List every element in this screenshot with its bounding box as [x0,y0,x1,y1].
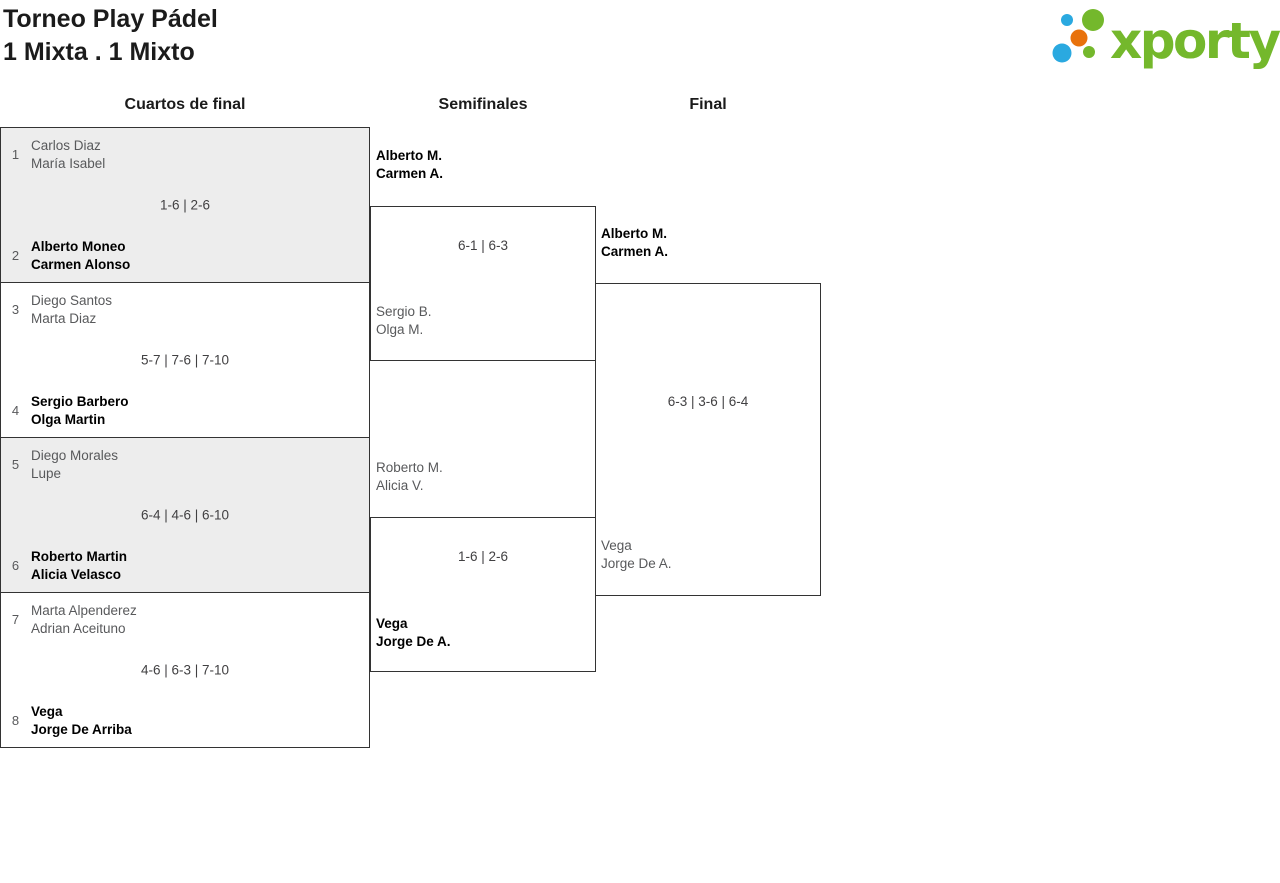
seed-number: 2 [11,248,20,263]
seed-number: 8 [11,713,20,728]
seed-number: 4 [11,403,20,418]
player-name: Alberto M. [601,226,667,241]
team-names: Sergio Barbero Olga Martin [31,393,129,428]
page-subtitle: 1 Mixta . 1 Mixto [3,38,195,66]
player-name: Marta Diaz [31,310,97,326]
player-name: Diego Morales [31,448,119,463]
match-team-row: 4 Sergio Barbero Olga Martin [8,393,362,428]
match-team-row: 7 Marta Alpenderez Adrian Aceituno [8,602,362,637]
round-header-final: Final [689,96,727,113]
logo-dot-orange [1070,29,1088,47]
match-box-final: 6-3 | 3-6 | 6-4 [595,283,821,596]
team-names: Carlos Diaz María Isabel [31,137,105,172]
semifinal-1-team-top: Alberto M. Carmen A. [376,147,443,182]
player-name: Alicia V. [376,477,424,493]
player-name: Carmen A. [601,243,669,259]
logo-dot-green-small [1083,46,1095,58]
player-name: Alberto M. [376,148,442,163]
logo-dot-green-large [1082,9,1104,31]
team-names: Roberto Martin Alicia Velasco [31,548,127,583]
logo-dot-blue-small [1061,14,1073,26]
player-name: Vega [601,538,632,553]
final-team-bottom: Vega Jorge De A. [601,537,672,572]
match-score: 6-3 | 3-6 | 6-4 [667,394,749,409]
match-box-quarterfinal-2: 3 Diego Santos Marta Diaz 5-7 | 7-6 | 7-… [0,282,370,438]
team-names: Alberto Moneo Carmen Alonso [31,238,130,273]
match-box-quarterfinal-1: 1 Carlos Diaz María Isabel 1-6 | 2-6 2 A… [0,127,370,283]
match-score: 1-6 | 2-6 [159,197,211,213]
player-name: Alicia Velasco [31,566,122,582]
team-names: Marta Alpenderez Adrian Aceituno [31,602,137,637]
match-score: 6-4 | 4-6 | 6-10 [140,507,230,523]
player-name: Roberto Martin [31,549,127,564]
match-box-quarterfinal-4: 7 Marta Alpenderez Adrian Aceituno 4-6 |… [0,592,370,748]
page-title: Torneo Play Pádel [3,5,218,33]
match-box-quarterfinal-3: 5 Diego Morales Lupe 6-4 | 4-6 | 6-10 6 … [0,437,370,593]
player-name: María Isabel [31,155,106,171]
match-team-row: 5 Diego Morales Lupe [8,447,362,482]
round-header-quarterfinals: Cuartos de final [124,96,246,113]
match-score: 4-6 | 6-3 | 7-10 [140,662,230,678]
player-name: Carmen Alonso [31,256,131,272]
seed-number: 3 [11,302,20,317]
match-score: 6-1 | 6-3 [457,238,509,253]
player-name: Diego Santos [31,293,113,308]
match-team-row: 8 Vega Jorge De Arriba [8,703,362,738]
player-name: Jorge De A. [601,555,672,571]
player-name: Alberto Moneo [31,239,126,254]
match-box-semifinal-1: 6-1 | 6-3 [370,206,596,361]
semifinal-2-team-bottom: Vega Jorge De A. [376,615,451,650]
match-team-row: 2 Alberto Moneo Carmen Alonso [8,238,362,273]
semifinal-1-team-bottom: Sergio B. Olga M. [376,303,432,338]
match-score: 5-7 | 7-6 | 7-10 [140,352,230,368]
player-name: Carlos Diaz [31,138,101,153]
seed-number: 6 [11,558,20,573]
seed-number: 7 [11,612,20,627]
player-name: Olga Martin [31,411,106,427]
player-name: Roberto M. [376,460,443,475]
match-team-row: 1 Carlos Diaz María Isabel [8,137,362,172]
seed-number: 1 [11,147,20,162]
title-block: Torneo Play Pádel 1 Mixta . 1 Mixto [3,3,218,69]
player-name: Lupe [31,465,62,481]
player-name: Sergio B. [376,304,432,319]
logo-dot-blue-large [1052,43,1072,63]
seed-number: 5 [11,457,20,472]
player-name: Adrian Aceituno [31,620,126,636]
player-name: Vega [31,704,63,719]
player-name: Vega [376,616,408,631]
player-name: Olga M. [376,321,424,337]
team-names: Vega Jorge De Arriba [31,703,132,738]
player-name: Marta Alpenderez [31,603,137,618]
match-score: 1-6 | 2-6 [457,549,509,564]
team-names: Diego Santos Marta Diaz [31,292,112,327]
logo-brand-text: xporty [1110,12,1280,70]
xporty-logo: xporty [1050,4,1280,76]
match-box-semifinal-2: 1-6 | 2-6 [370,517,596,672]
final-team-top: Alberto M. Carmen A. [601,225,668,260]
player-name: Jorge De Arriba [31,721,132,737]
player-name: Carmen A. [376,165,444,181]
round-header-semifinals: Semifinales [438,96,528,113]
player-name: Sergio Barbero [31,394,129,409]
match-team-row: 6 Roberto Martin Alicia Velasco [8,548,362,583]
team-names: Diego Morales Lupe [31,447,118,482]
semifinal-2-team-top: Roberto M. Alicia V. [376,459,443,494]
match-team-row: 3 Diego Santos Marta Diaz [8,292,362,327]
player-name: Jorge De A. [376,633,451,649]
xporty-logo-icon: xporty [1052,9,1280,70]
